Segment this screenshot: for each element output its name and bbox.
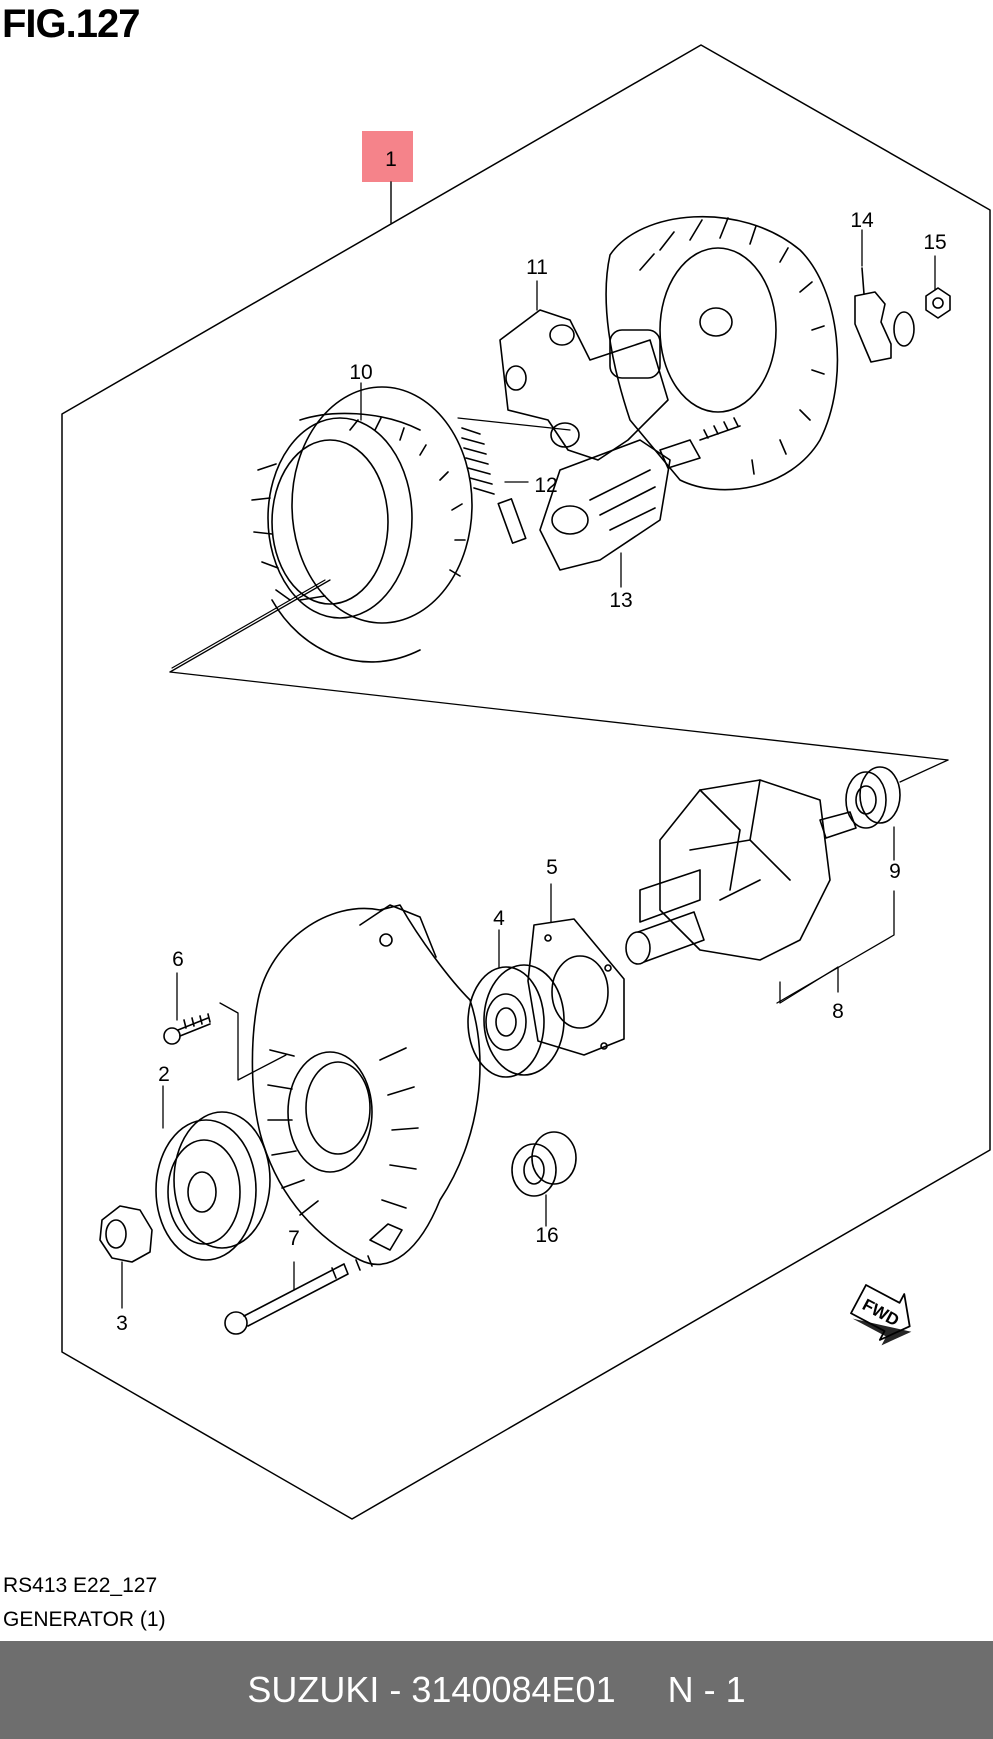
terminal-nut-part — [925, 287, 951, 319]
callout-8[interactable]: 8 — [832, 1000, 844, 1023]
callout-1-highlight[interactable] — [362, 131, 413, 182]
callout-8-leader — [779, 966, 839, 1004]
pulley-part — [155, 1111, 271, 1261]
rear-housing-part — [605, 215, 839, 491]
retainer-plate-part — [527, 918, 625, 1056]
callout-9[interactable]: 9 — [889, 860, 901, 883]
callout-6-bracket — [219, 1002, 287, 1081]
callout-4[interactable]: 4 — [493, 907, 505, 930]
regulator-part — [499, 309, 669, 461]
callout-16[interactable]: 16 — [535, 1224, 558, 1247]
footer-quantity: N - 1 — [667, 1669, 746, 1710]
figure-title: FIG.127 — [2, 2, 141, 46]
callout-2[interactable]: 2 — [158, 1063, 170, 1086]
front-bearing-part — [467, 964, 565, 1078]
callout-6[interactable]: 6 — [172, 948, 184, 971]
callout-11[interactable]: 11 — [526, 256, 548, 279]
callout-9-leader — [776, 890, 895, 1004]
callout-1[interactable]: 1 — [385, 148, 397, 171]
rotor-part — [625, 779, 857, 965]
front-housing-part — [251, 904, 481, 1266]
exploded-parts-diagram: FWD — [61, 44, 991, 1520]
rectifier-part — [539, 417, 741, 571]
through-bolt-part — [224, 1255, 373, 1335]
callout-12-leader — [457, 417, 571, 431]
retainer-screw-part — [163, 1013, 211, 1045]
pulley-nut-part — [99, 1205, 153, 1263]
section-title: GENERATOR (1) — [3, 1608, 166, 1631]
callout-7[interactable]: 7 — [288, 1227, 300, 1250]
callout-13[interactable]: 13 — [609, 589, 632, 612]
footer-bar: SUZUKI - 3140084E01 N - 1 — [0, 1641, 993, 1739]
callout-12[interactable]: 12 — [534, 474, 557, 497]
forward-direction-arrow: FWD — [850, 1284, 912, 1346]
brush-spring-part — [461, 427, 527, 544]
catalog-code: RS413 E22_127 — [3, 1574, 158, 1597]
callout-15[interactable]: 15 — [923, 231, 946, 254]
rear-bearing-part — [845, 766, 901, 829]
terminal-insulator-part — [854, 267, 915, 363]
stator-part — [251, 386, 473, 663]
callout-5[interactable]: 5 — [546, 856, 558, 879]
callout-10[interactable]: 10 — [349, 361, 372, 384]
assembly-outline — [61, 44, 991, 1520]
callout-14[interactable]: 14 — [850, 209, 874, 232]
assembly-divider-line — [169, 671, 949, 761]
bushing-part — [511, 1131, 577, 1197]
callout-3[interactable]: 3 — [116, 1312, 128, 1335]
footer-part-number: SUZUKI - 3140084E01 — [247, 1669, 616, 1710]
